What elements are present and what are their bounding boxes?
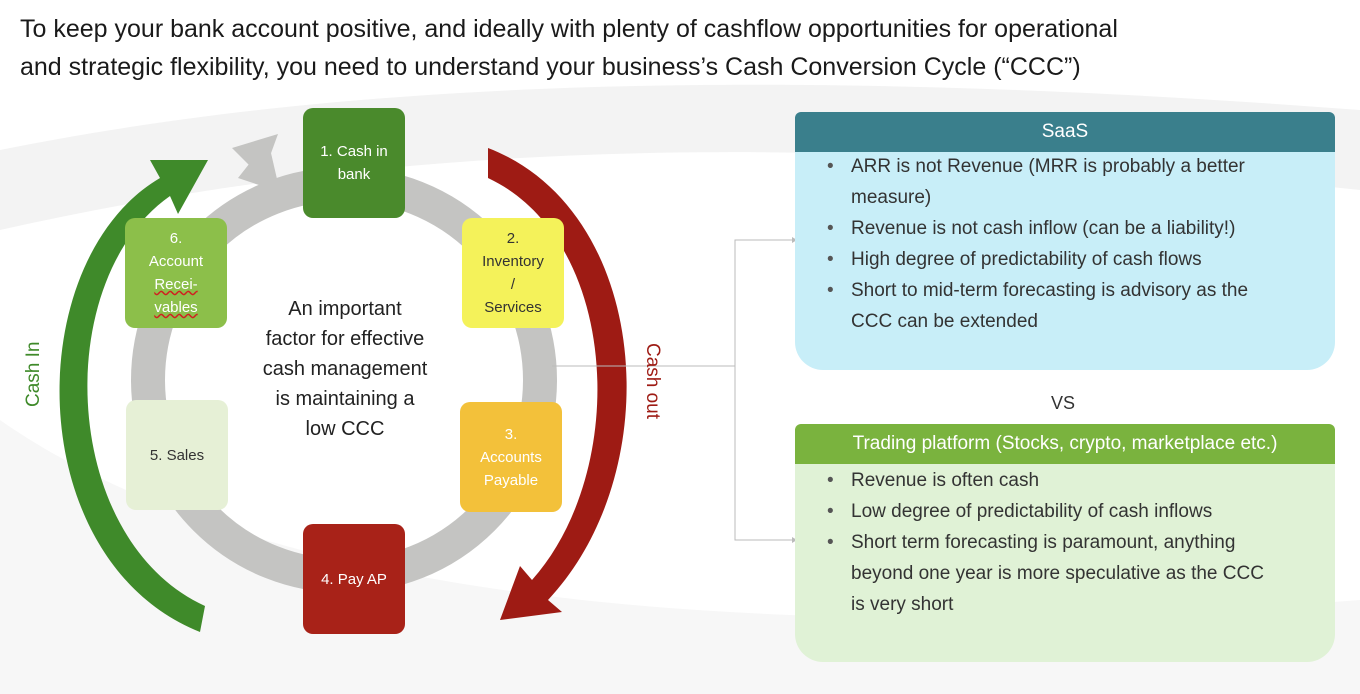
saas-bullet: Short to mid-term forecasting is advisor… (827, 275, 1335, 337)
trading-header: Trading platform (Stocks, crypto, market… (795, 424, 1335, 464)
versus-label: VS (1050, 393, 1075, 413)
center-note: An important factor for effective cash m… (238, 290, 452, 448)
saas-panel: ARR is not Revenue (MRR is probably a be… (795, 150, 1335, 370)
trading-bullet: Low degree of predictability of cash inf… (827, 496, 1335, 527)
saas-header: SaaS (795, 112, 1335, 152)
trading-bullet: Revenue is often cash (827, 465, 1335, 496)
step-pay-ap: 4. Pay AP (303, 524, 405, 634)
trading-bullet: Short term forecasting is paramount, any… (827, 527, 1335, 620)
saas-bullet: High degree of predictability of cash fl… (827, 244, 1335, 275)
cash-in-label: Cash In (23, 341, 44, 407)
cash-in-arrow (59, 160, 208, 632)
trading-panel: Revenue is often cash Low degree of pred… (795, 462, 1335, 662)
cycle-arrowhead-2-icon (238, 140, 280, 192)
title-line-2: and strategic flexibility, you need to u… (20, 53, 1081, 81)
cash-out-arrow (488, 148, 627, 620)
title-line-1: To keep your bank account positive, and … (20, 15, 1118, 43)
step-sales: 5. Sales (126, 400, 228, 510)
step-account-receivables: 6. Account Recei- vables (125, 218, 227, 328)
saas-bullet: Revenue is not cash inflow (can be a lia… (827, 213, 1335, 244)
page-title: To keep your bank account positive, and … (20, 10, 1340, 86)
connector-branch (734, 239, 792, 541)
step-inventory-services: 2. Inventory / Services (462, 218, 564, 328)
cash-out-label: Cash out (642, 342, 663, 420)
saas-bullet: ARR is not Revenue (MRR is probably a be… (827, 151, 1335, 213)
step-accounts-payable: 3. Accounts Payable (460, 402, 562, 512)
step-cash-in-bank: 1. Cash in bank (303, 108, 405, 218)
